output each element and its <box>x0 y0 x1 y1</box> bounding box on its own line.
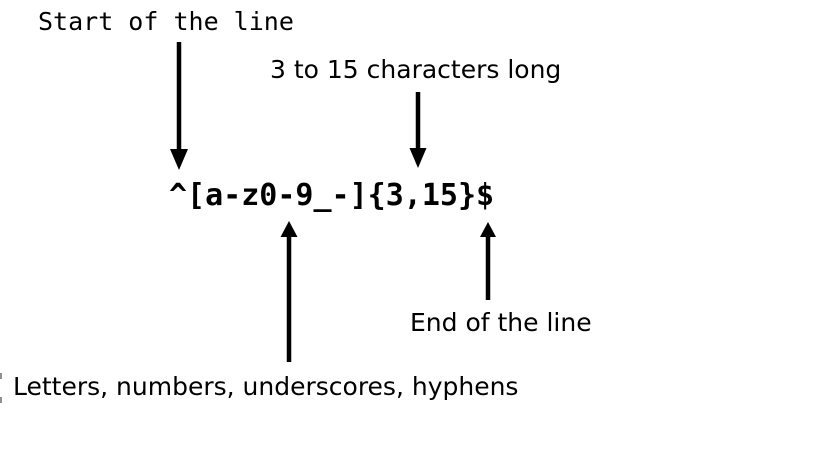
left-edge-artifact <box>0 397 2 403</box>
arrow-charset-icon <box>280 221 298 362</box>
arrow-start-of-line-icon <box>170 42 188 170</box>
annotation-start-of-line: Start of the line <box>38 7 294 36</box>
annotation-end-of-line: End of the line <box>410 308 592 337</box>
arrow-length-icon <box>409 92 427 168</box>
annotation-length: 3 to 15 characters long <box>270 55 562 84</box>
arrow-end-of-line-icon <box>480 222 496 300</box>
regex-pattern: ^[a-z0-9_-]{3,15}$ <box>169 178 495 213</box>
annotation-charset: Letters, numbers, underscores, hyphens <box>13 372 519 401</box>
left-edge-artifact <box>0 373 2 379</box>
